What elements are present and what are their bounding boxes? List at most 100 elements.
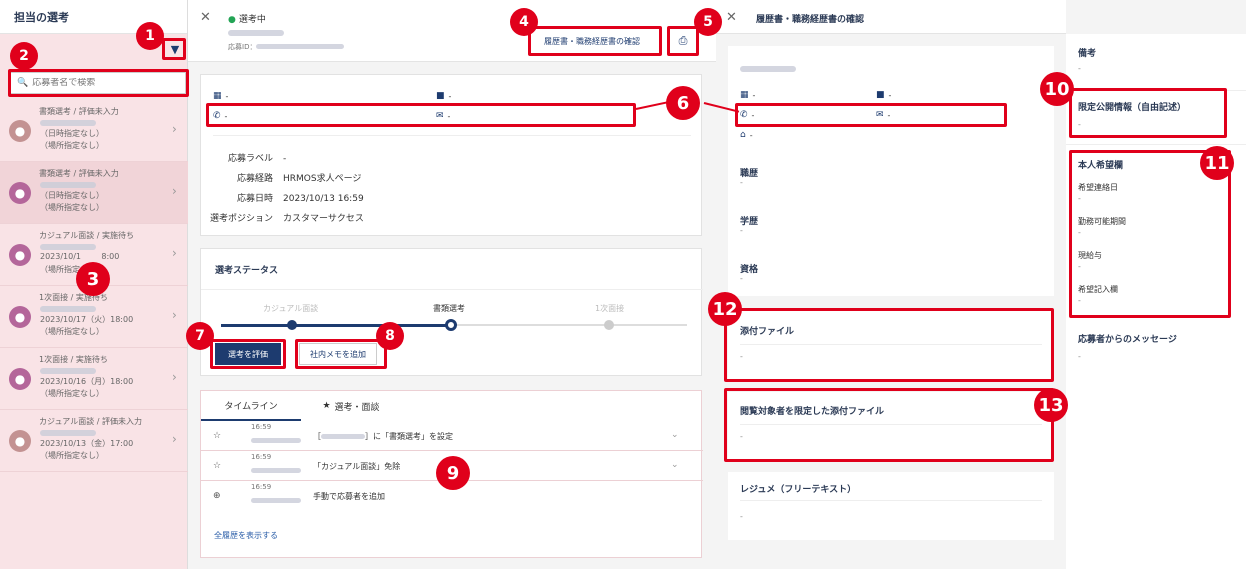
timeline-user-blurred <box>251 495 301 506</box>
detail-row: 選考ポジションカスタマーサクセス <box>209 214 364 224</box>
candidate-name-blurred <box>40 304 100 315</box>
qualification-value: - <box>740 274 743 283</box>
show-all-history-link[interactable]: 全履歴を表示する <box>214 531 278 540</box>
attachments-value: - <box>740 352 743 361</box>
wish-item-label: 現給与 <box>1078 251 1102 260</box>
remarks-label: 備考 <box>1078 49 1097 59</box>
annotation-badge: 2 <box>10 42 38 70</box>
candidate-item[interactable]: ● 1次面接 / 実施待ち 2023/10/17（火）18:00 （場所指定なし… <box>0 286 188 348</box>
wish-item-label: 希望記入欄 <box>1078 285 1118 294</box>
remarks-value: - <box>1078 64 1081 73</box>
chevron-right-icon: › <box>172 246 177 260</box>
company-row: ▦- <box>213 91 229 101</box>
avatar: ● <box>9 306 31 328</box>
status-badge: ●選考中 <box>228 15 266 25</box>
mail-icon: ✉ <box>876 110 884 120</box>
candidate-location: （場所指定なし） <box>40 389 104 398</box>
candidate-location: （場所指定なし） <box>40 265 104 274</box>
phone-icon: ✆ <box>213 111 221 121</box>
candidate-stage: 書類選考 / 評価未入力 <box>39 169 119 178</box>
candidate-name-blurred <box>40 428 100 439</box>
avatar: ● <box>9 244 31 266</box>
filter-button[interactable]: ▼ <box>166 41 184 57</box>
close-icon[interactable]: ✕ <box>726 10 737 25</box>
timeline-time: 16:59 <box>251 483 272 491</box>
resume-text-label: レジュメ（フリーテキスト） <box>740 485 857 495</box>
wish-item-value: - <box>1078 296 1081 305</box>
wish-item-label: 勤務可能期間 <box>1078 217 1126 226</box>
resume-text-value: - <box>740 512 743 521</box>
mail-icon: ✉ <box>436 111 444 121</box>
plus-circle-icon: ⊕ <box>213 491 221 501</box>
annotation-badge: 1 <box>136 22 164 50</box>
filter-icon: ▼ <box>170 42 180 56</box>
timeline-text: ［］に「書類選考」を設定 <box>313 432 453 441</box>
candidate-item[interactable]: ● 書類選考 / 評価未入力 （日時指定なし） （場所指定なし） › <box>0 100 188 162</box>
candidate-stage: 1次面接 / 実施待ち <box>39 293 108 302</box>
print-button[interactable]: ⎙ <box>671 30 695 52</box>
briefcase-icon: ■ <box>876 90 885 100</box>
candidate-datetime: （日時指定なし） <box>40 129 104 138</box>
attachments-label: 添付ファイル <box>740 327 795 337</box>
candidate-item[interactable]: ● カジュアル面談 / 評価未入力 2023/10/13（金）17:00 （場所… <box>0 410 188 472</box>
annotation-badge: 3 <box>76 262 110 296</box>
printer-icon: ⎙ <box>678 34 688 47</box>
search-icon: 🔍 <box>17 78 29 88</box>
email-row: ✉- <box>436 111 451 121</box>
resume-side-panel: 備考 - 限定公開情報（自由記述） - 本人希望欄 希望連絡日 - 勤務可能期間… <box>1066 34 1246 569</box>
resume-panel: ✕ 履歴書・職務経歴書の確認 ▦- ■- ✆- ✉- ⌂- 職歴 - 学歴 - … <box>716 0 1246 569</box>
phone-icon: ✆ <box>740 110 748 120</box>
step-dot <box>287 320 297 330</box>
divider <box>201 289 703 290</box>
avatar: ● <box>9 430 31 452</box>
star-outline-icon: ☆ <box>213 461 222 471</box>
annotation-badge: 11 <box>1200 146 1234 180</box>
evaluate-button[interactable]: 選考を評価 <box>215 343 281 365</box>
add-memo-button[interactable]: 社内メモを追加 <box>299 343 377 365</box>
candidate-stage: カジュアル面談 / 実施待ち <box>39 231 134 240</box>
applicant-name-blurred <box>740 64 796 75</box>
star-outline-icon: ☆ <box>213 431 222 441</box>
progress-line-done <box>221 324 451 327</box>
divider <box>1066 90 1246 91</box>
career-label: 職歴 <box>740 169 759 179</box>
annotation-badge: 6 <box>666 86 700 120</box>
candidate-item[interactable]: ● 書類選考 / 評価未入力 （日時指定なし） （場所指定なし） › <box>0 162 188 224</box>
education-label: 学歴 <box>740 217 759 227</box>
phone-row: ✆- <box>740 110 755 120</box>
search-input[interactable] <box>32 78 173 88</box>
avatar: ● <box>9 120 31 142</box>
divider <box>740 500 1042 501</box>
annotation-badge: 12 <box>708 292 742 326</box>
timeline-row[interactable]: ☆ 16:59 ［］に「書類選考」を設定 ⌄ <box>201 423 703 451</box>
wish-item-value: - <box>1078 194 1081 203</box>
chevron-down-icon: ⌄ <box>671 430 679 440</box>
resume-info-card: ▦- ■- ✆- ✉- ⌂- 職歴 - 学歴 - 資格 - <box>728 46 1054 296</box>
candidate-datetime: 2023/10/17（火）18:00 <box>40 315 134 324</box>
career-value: - <box>740 178 743 187</box>
star-icon: ★ <box>322 401 331 411</box>
tab-timeline[interactable]: タイムライン <box>201 391 301 421</box>
wish-item-value: - <box>1078 262 1081 271</box>
annotation-badge: 9 <box>436 456 470 490</box>
chevron-down-icon: ⌄ <box>671 460 679 470</box>
chevron-right-icon: › <box>172 184 177 198</box>
divider <box>740 424 1042 425</box>
annotation-badge: 5 <box>694 8 722 36</box>
selection-status-card: 選考ステータス カジュアル面談 書類選考 1次面接 選考を評価 社内メモを追加 <box>200 248 703 376</box>
timeline-time: 16:59 <box>251 453 272 461</box>
tab-interviews[interactable]: ★選考・面談 <box>322 401 380 413</box>
candidate-name-blurred <box>40 242 100 253</box>
attachments-card: 添付ファイル - <box>728 310 1054 380</box>
step-dot <box>604 320 614 330</box>
search-box[interactable]: 🔍 <box>10 72 186 94</box>
candidate-datetime: 2023/10/13（金）17:00 <box>40 439 134 448</box>
candidate-item[interactable]: ● 1次面接 / 実施待ち 2023/10/16（月）18:00 （場所指定なし… <box>0 348 188 410</box>
close-icon[interactable]: ✕ <box>200 10 211 25</box>
education-value: - <box>740 226 743 235</box>
timeline-user-blurred <box>251 465 301 476</box>
divider <box>1066 144 1246 145</box>
resume-check-button[interactable]: 履歴書・職務経歴書の確認 <box>530 30 654 52</box>
wish-item-label: 希望連絡日 <box>1078 183 1118 192</box>
